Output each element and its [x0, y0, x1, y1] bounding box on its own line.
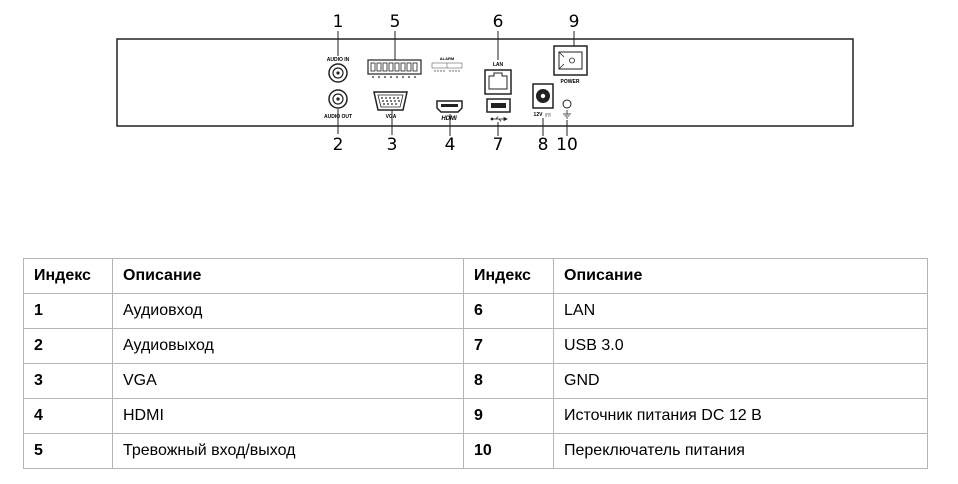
table-cell-description: Переключатель питания: [553, 433, 928, 469]
audio-in-port: [328, 63, 348, 83]
table-cell-index: 10: [463, 433, 554, 469]
port-description-table: Индекс Описание Индекс Описание 1 Аудиов…: [23, 258, 928, 469]
table-cell-description: GND: [553, 363, 928, 399]
header-description: Описание: [553, 258, 928, 294]
header-index: Индекс: [463, 258, 554, 294]
callout-1: 1: [333, 12, 344, 32]
rear-panel-diagram: AUDIO IN AUDIO OUT ALARM: [116, 12, 854, 155]
callout-7: 7: [493, 135, 504, 155]
vga-port: [373, 91, 408, 111]
hdmi-port: [436, 100, 463, 113]
table-cell-index: 4: [23, 398, 113, 434]
table-cell-description: Тревожный вход/выход: [112, 433, 464, 469]
power-switch: [553, 45, 588, 76]
callout-leader-lines: [337, 31, 575, 136]
table-cell-index: 7: [463, 328, 554, 364]
header-description: Описание: [112, 258, 464, 294]
power-label: POWER: [561, 79, 580, 85]
callout-5: 5: [390, 12, 401, 32]
table-row: 2 Аудиовыход 7 USB 3.0: [23, 328, 928, 364]
table-row: 3 VGA 8 GND: [23, 363, 928, 399]
dc-power-jack: [532, 83, 554, 109]
table-cell-description: Аудиовход: [112, 293, 464, 329]
dc-symbol-icon: [545, 113, 551, 117]
table-cell-index: 5: [23, 433, 113, 469]
table-row: 4 HDMI 9 Источник питания DC 12 В: [23, 398, 928, 434]
audio-in-label: AUDIO IN: [327, 57, 350, 63]
dc-label: 12V: [534, 112, 544, 118]
lan-label: LAN: [493, 62, 504, 68]
table-header-row: Индекс Описание Индекс Описание: [23, 258, 928, 294]
table-cell-index: 6: [463, 293, 554, 329]
callout-8: 8: [538, 135, 549, 155]
callout-3: 3: [387, 135, 398, 155]
table-cell-index: 1: [23, 293, 113, 329]
alarm-label: ALARM: [440, 56, 455, 61]
callout-6: 6: [493, 12, 504, 32]
ground-icon: [563, 110, 571, 119]
usb-port: [486, 98, 511, 113]
lan-port: [484, 69, 512, 95]
callout-9: 9: [569, 12, 580, 32]
vga-label: VGA: [386, 114, 397, 120]
table-cell-index: 2: [23, 328, 113, 364]
table-cell-description: HDMI: [112, 398, 464, 434]
callout-4: 4: [445, 135, 456, 155]
table-cell-description: USB 3.0: [553, 328, 928, 364]
header-index: Индекс: [23, 258, 113, 294]
table-row: 1 Аудиовход 6 LAN: [23, 293, 928, 329]
hdmi-label: HDMI: [441, 116, 457, 122]
table-cell-index: 9: [463, 398, 554, 434]
usb-icon: [490, 116, 508, 122]
callout-2: 2: [333, 135, 344, 155]
ground-terminal: [562, 99, 572, 109]
table-cell-description: Источник питания DC 12 В: [553, 398, 928, 434]
table-cell-description: VGA: [112, 363, 464, 399]
alarm-pin-legend: [431, 62, 463, 72]
table-cell-description: LAN: [553, 293, 928, 329]
table-cell-index: 8: [463, 363, 554, 399]
table-cell-index: 3: [23, 363, 113, 399]
audio-out-port: [328, 89, 348, 109]
alarm-terminal-block: [367, 59, 422, 78]
table-cell-description: Аудиовыход: [112, 328, 464, 364]
table-row: 5 Тревожный вход/выход 10 Переключатель …: [23, 433, 928, 469]
callout-10: 10: [556, 135, 578, 155]
